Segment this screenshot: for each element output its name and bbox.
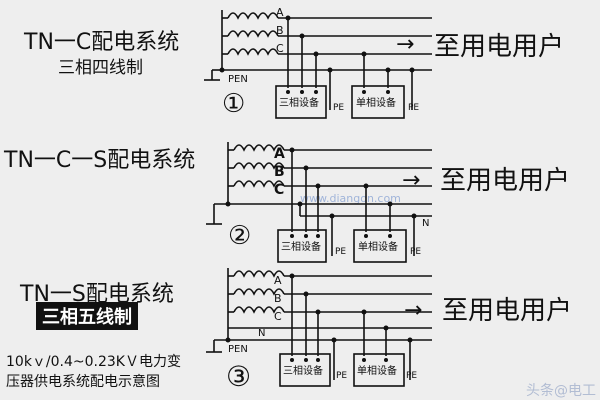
s3-phase-c: C <box>274 310 282 323</box>
diagram-tn-s <box>206 268 432 387</box>
s2-pe-2: PE <box>410 247 421 257</box>
s3-n-label: N <box>258 328 265 339</box>
s2-phase-b: B <box>274 164 285 180</box>
system-1-subtitle: 三相四线制 <box>58 58 143 78</box>
s3-pen-label: PEN <box>228 344 248 355</box>
s3-phase-b: B <box>274 292 282 305</box>
watermark: www.diangon.com <box>300 192 401 205</box>
s1-phase-a: A <box>276 6 284 19</box>
diagram-tn-c-s <box>206 142 432 263</box>
s1-phase-c: C <box>276 42 284 55</box>
s3-phase-a: A <box>274 274 282 287</box>
s1-pe-2: PE <box>408 103 419 113</box>
system-3-destination: 至用电用户 <box>442 296 573 326</box>
s2-single-phase-equipment: 单相设备 <box>358 240 398 253</box>
system-1-destination: 至用电用户 <box>434 32 565 62</box>
system-2-destination: 至用电用户 <box>440 166 571 196</box>
dots-tn-s <box>225 273 413 362</box>
s2-phase-c: C <box>274 182 284 198</box>
system-1-title: TN一C配电系统 <box>24 30 180 55</box>
s1-single-phase-equipment: 单相设备 <box>356 96 396 109</box>
dots-tn-c <box>219 15 415 94</box>
s1-pen-label: PEN <box>228 74 248 85</box>
system-2-title: TN一C一S配电系统 <box>4 148 196 173</box>
s3-number: ③ <box>226 360 251 393</box>
s1-number: ① <box>222 89 245 119</box>
s2-phase-a: A <box>274 146 285 162</box>
s2-three-phase-equipment: 三相设备 <box>281 240 321 253</box>
corner-watermark: 头条@电工 <box>526 383 596 399</box>
s2-pe-1: PE <box>335 247 346 257</box>
s1-three-phase-equipment: 三相设备 <box>279 96 319 109</box>
s3-three-phase-equipment: 三相设备 <box>283 364 323 377</box>
s1-phase-b: B <box>276 24 284 37</box>
s3-single-phase-equipment: 单相设备 <box>357 364 397 377</box>
system-1-arrow: → <box>396 32 415 57</box>
s3-pe-2: PE <box>406 371 417 381</box>
system-3-arrow: → <box>404 298 423 323</box>
dots-tn-c-s <box>225 147 417 238</box>
system-3-subtitle: 三相五线制 <box>36 302 138 330</box>
s2-n-label: N <box>422 218 429 229</box>
caption-line-2: 压器供电系统配电示意图 <box>6 374 160 390</box>
s3-pe-1: PE <box>336 371 347 381</box>
s1-pe-1: PE <box>333 103 344 113</box>
s2-number: ② <box>228 221 251 251</box>
caption-line-1: 10kｖ/0.4~0.23KＶ电力变 <box>6 354 181 370</box>
